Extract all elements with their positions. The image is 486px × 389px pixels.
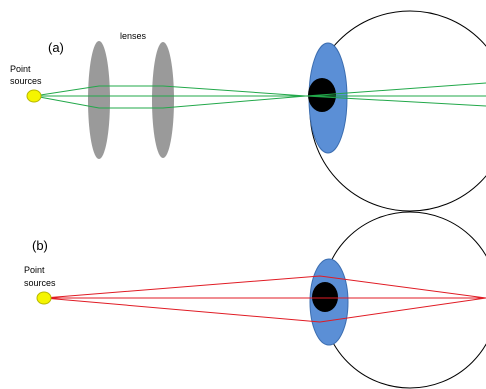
lens-1 [88,41,110,159]
panel-b-label: (b) [32,238,48,253]
ray-a-upper [33,85,486,107]
lens-2 [152,42,174,158]
point-source-a [26,89,42,103]
panel-b: (b) Point sources [24,211,486,389]
point-sources-label-b-line1: Point [24,265,45,275]
panel-a-label: (a) [48,40,64,55]
pupil-b [312,282,338,312]
panel-a: (a) lenses Point sources [10,10,486,212]
point-sources-label-a-line1: Point [10,64,31,74]
lenses-label: lenses [120,31,147,41]
point-sources-label-b-line2: sources [24,278,56,288]
ray-b-upper [43,275,486,299]
point-sources-label-a-line2: sources [10,76,42,86]
point-source-b [36,291,52,305]
rays-a [33,82,486,109]
ray-b-lower [43,297,486,323]
ray-a-lower [33,82,486,109]
rays-b [43,275,486,323]
